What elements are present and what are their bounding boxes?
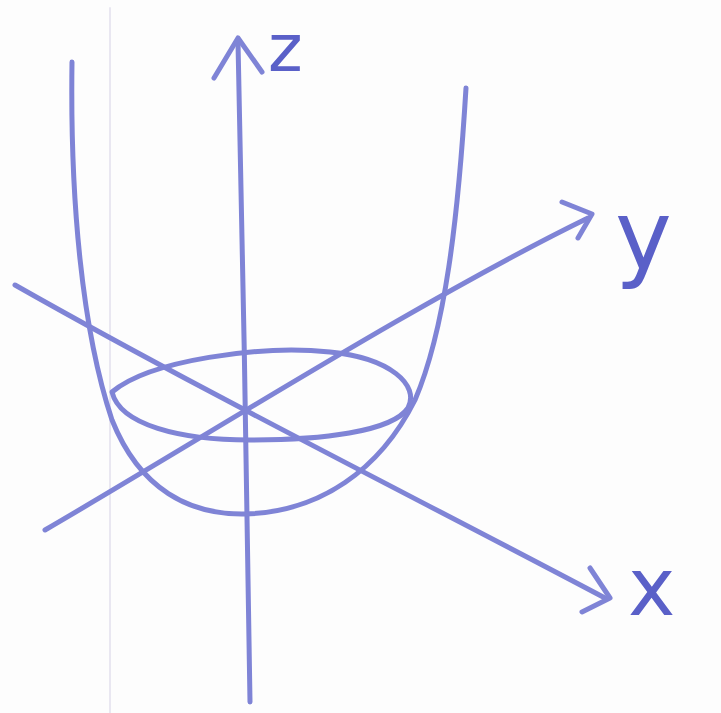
z-arrowhead <box>214 38 262 78</box>
x-axis <box>15 285 605 598</box>
z-axis <box>238 42 250 702</box>
x-arrowhead <box>582 568 610 612</box>
paraboloid-outline <box>72 62 466 514</box>
y-axis <box>45 218 588 530</box>
margin-line <box>109 8 111 713</box>
axis-label: y <box>615 188 672 284</box>
axis-label: x <box>628 548 675 628</box>
level-ellipse <box>112 350 411 440</box>
y-arrowhead <box>562 202 592 238</box>
axis-label: z <box>268 16 303 82</box>
